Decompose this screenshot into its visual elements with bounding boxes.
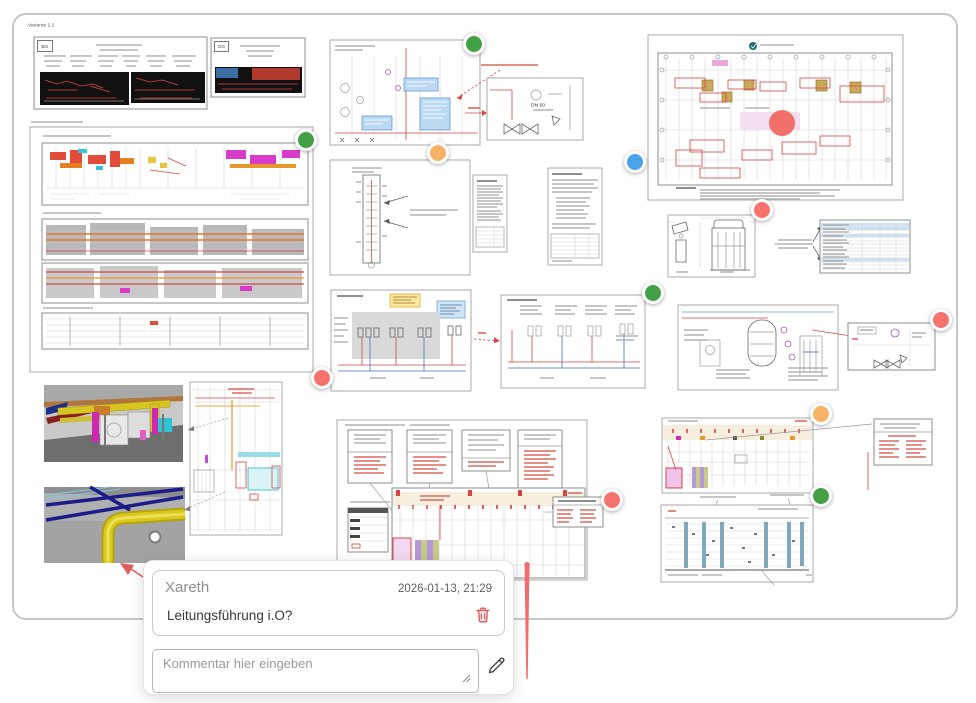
status-marker-orange-1[interactable] xyxy=(427,142,449,164)
comment-card: Xareth 2026-01-13, 21:29 Leitungsführung… xyxy=(143,560,514,695)
status-marker-green-3[interactable] xyxy=(642,282,664,304)
sheet-document-notes[interactable] xyxy=(472,174,508,253)
sheet-parts-table[interactable] xyxy=(775,219,911,274)
sheet-annotated-floorplan[interactable] xyxy=(647,34,904,201)
dn-label: DN 50 xyxy=(531,102,546,108)
sheet-vessel-detail[interactable] xyxy=(847,322,936,371)
comment-anchor-marker[interactable] xyxy=(148,530,162,544)
bim-render-bottom[interactable] xyxy=(44,485,186,563)
status-marker-red-2[interactable] xyxy=(311,367,333,389)
annotation-red-leader xyxy=(456,64,538,116)
sheet-halle-schematic-right[interactable] xyxy=(500,294,646,389)
sheet-variant-note-card[interactable] xyxy=(545,496,604,528)
sheet-group-elevations[interactable] xyxy=(29,121,314,373)
status-marker-blue-1[interactable] xyxy=(624,151,646,173)
sheet-pid-detail[interactable] xyxy=(486,77,584,141)
comment-leader-arrow xyxy=(120,563,144,578)
sheet-variant-bg-frame[interactable] xyxy=(33,36,208,110)
trash-icon[interactable] xyxy=(474,605,492,625)
sheet-linked-plan[interactable] xyxy=(183,381,283,536)
sheet-variant-card-right[interactable] xyxy=(867,418,933,490)
sheet-strang-schema[interactable] xyxy=(329,159,471,276)
comment-text: Leitungsführung i.O? xyxy=(167,607,293,623)
sheet-pid-annotated[interactable] xyxy=(329,39,481,146)
variant-group-label: Variante 2.2 xyxy=(28,22,55,28)
comment-pin[interactable] xyxy=(524,562,530,679)
comment-message-box[interactable]: Xareth 2026-01-13, 21:29 Leitungsführung… xyxy=(152,570,505,636)
status-marker-orange-2[interactable] xyxy=(810,403,832,425)
pencil-icon[interactable] xyxy=(485,656,507,678)
sheet-variant-comparison[interactable] xyxy=(336,419,588,581)
sheet-vessel-pid[interactable] xyxy=(677,304,860,391)
sheet-halle-schematic-left[interactable] xyxy=(330,289,472,392)
comment-author: Xareth xyxy=(165,579,210,596)
status-marker-red-3[interactable] xyxy=(930,309,952,331)
frame-label-bg: BG xyxy=(37,40,53,52)
status-marker-green-2[interactable] xyxy=(463,33,485,55)
sheet-equipment-drawing[interactable] xyxy=(667,214,756,278)
status-marker-green-1[interactable] xyxy=(295,129,317,151)
frame-label-og: OG xyxy=(214,41,229,52)
sheet-document-spec[interactable] xyxy=(547,167,603,266)
status-marker-red-1[interactable] xyxy=(751,199,773,221)
annotation-red-arrow-mid xyxy=(473,332,500,343)
sheet-plan-with-band[interactable] xyxy=(661,417,873,494)
comment-timestamp: 2026-01-13, 21:29 xyxy=(398,583,492,595)
sheet-building-section[interactable] xyxy=(660,494,814,586)
bim-render-top[interactable] xyxy=(44,385,183,462)
status-marker-green-4[interactable] xyxy=(810,485,832,507)
status-marker-red-4[interactable] xyxy=(601,489,623,511)
comment-input[interactable] xyxy=(152,649,479,693)
